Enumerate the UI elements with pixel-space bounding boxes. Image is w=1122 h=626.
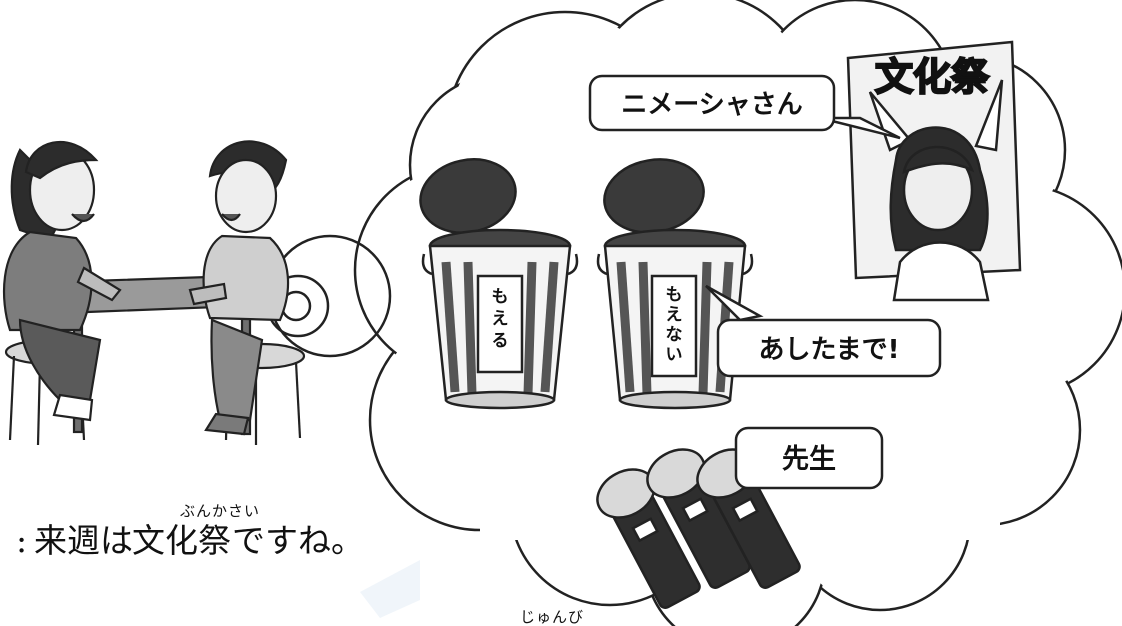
- students-at-table: [2, 140, 306, 446]
- svg-text:る: る: [492, 331, 509, 351]
- dialogue-line-1: ぶんかさい : 来週は 文化祭 ですね。: [16, 502, 364, 560]
- svg-text:文化祭: 文化祭: [132, 521, 231, 560]
- svg-text:い: い: [666, 345, 683, 365]
- svg-text:先生: 先生: [782, 444, 836, 475]
- student-boy: [188, 140, 290, 436]
- svg-text:え: え: [666, 305, 683, 325]
- svg-text:な: な: [666, 325, 683, 345]
- student-girl: [2, 141, 122, 422]
- speech-bubble-sensei: 先生: [734, 426, 884, 490]
- trash-bin-burnable: [419, 158, 579, 410]
- trash-bin-nonburnable: [596, 158, 754, 410]
- svg-text::: :: [16, 521, 27, 560]
- svg-text:文化祭: 文化祭: [875, 55, 990, 99]
- bin-label-burnable: も え る: [492, 287, 509, 351]
- svg-text:も: も: [492, 287, 509, 307]
- svg-text:も: も: [666, 285, 683, 305]
- poster-title: 文化祭: [874, 54, 991, 100]
- svg-text:ぶんかさい: ぶんかさい: [180, 502, 260, 520]
- svg-text:あしたまで!: あしたまで!: [758, 335, 899, 365]
- faint-watermark: [360, 560, 420, 618]
- speech-bubble-ashita: あしたまで!: [705, 284, 942, 378]
- svg-text:ニメーシャさん: ニメーシャさん: [621, 90, 802, 120]
- svg-text:来週は: 来週は: [34, 521, 133, 560]
- bin-label-nonburnable: も え な い: [666, 285, 683, 365]
- svg-text:え: え: [492, 309, 509, 329]
- svg-text:ですね。: ですね。: [232, 521, 364, 560]
- svg-text:じゅんび: じゅんび: [520, 608, 584, 626]
- girl-with-poster: [846, 40, 1022, 302]
- dialogue-line-2-ruby: じゅんび: [520, 608, 584, 626]
- speech-bubble-niimesha: ニメーシャさん: [588, 74, 901, 140]
